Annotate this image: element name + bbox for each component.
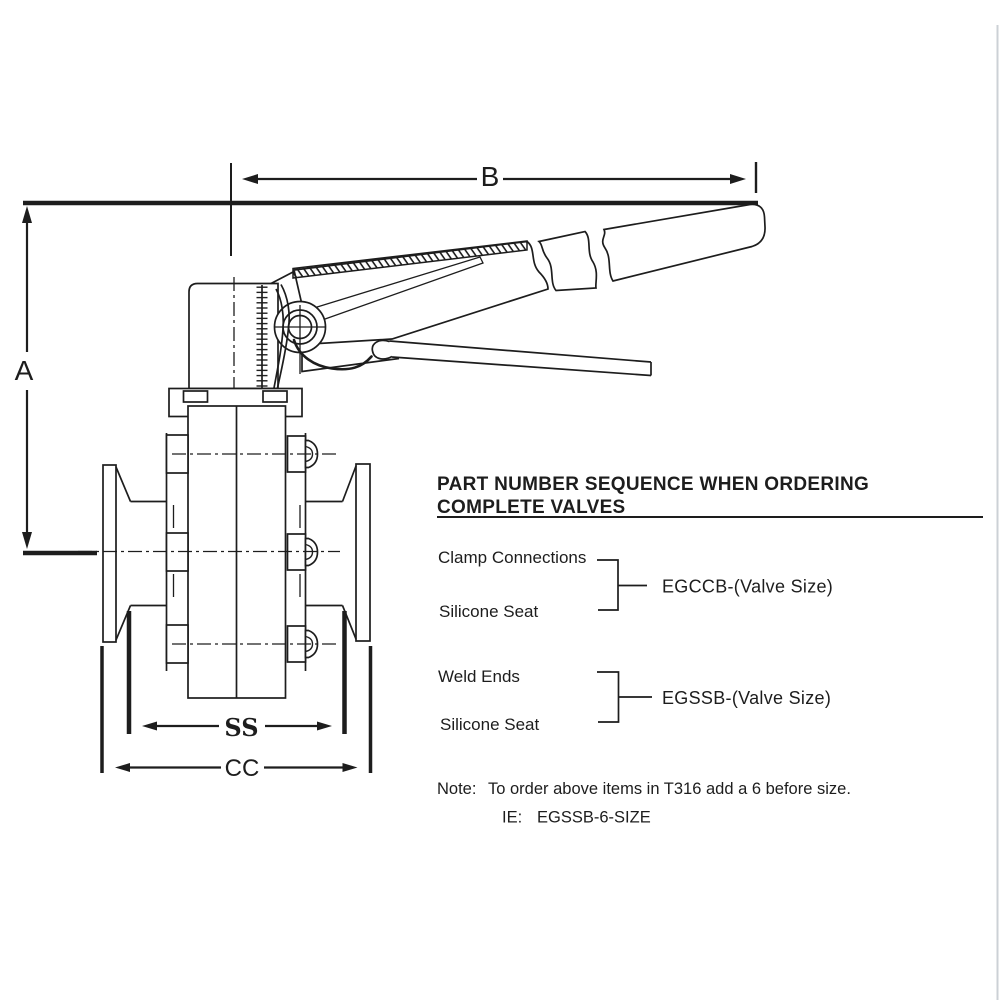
dimension-cc-label: CC: [225, 755, 260, 782]
arrowhead-right: [317, 721, 332, 731]
trigger-finger: [308, 256, 484, 323]
section-title-line2: COMPLETE VALVES: [437, 497, 626, 518]
dimension-ss: SS: [126, 611, 347, 742]
part-code: EGCCB-(Valve Size): [662, 577, 833, 597]
part-number-section: PART NUMBER SEQUENCE WHEN ORDERING COMPL…: [437, 474, 983, 827]
note-text: To order above items in T316 add a 6 bef…: [488, 780, 851, 798]
centerlines: [78, 453, 340, 645]
option-bracket: [597, 671, 652, 723]
part-code: EGSSB-(Valve Size): [662, 688, 831, 708]
arrowhead-right: [730, 174, 746, 184]
ferrule-right: [341, 463, 371, 642]
arrowhead-left: [115, 763, 130, 772]
option-label-top: Weld Ends: [438, 667, 520, 686]
option-label-top: Clamp Connections: [438, 548, 586, 567]
ferrule-left: [102, 464, 132, 643]
handle-assembly: [273, 203, 766, 389]
trigger-spring: [292, 338, 373, 371]
handle-break-segment: [537, 230, 598, 292]
valve-body-assembly: [78, 270, 371, 699]
ratchet-rack: [256, 285, 268, 388]
example-label: IE:: [502, 809, 522, 827]
option-label-bottom: Silicone Seat: [440, 715, 540, 734]
arrowhead-left: [242, 174, 258, 184]
dimension-a: A: [15, 206, 34, 549]
reference-lines: [23, 162, 758, 556]
arrowhead-up: [22, 206, 32, 223]
dimension-ss-label: SS: [224, 713, 258, 742]
clamp-fasteners: [165, 434, 319, 664]
dimension-b-label: B: [481, 161, 500, 192]
arrowhead-right: [342, 763, 358, 772]
note-label: Note:: [437, 780, 476, 798]
tube-sections: [130, 500, 343, 607]
option-weld-ends: Weld Ends Silicone Seat EGSSB-(Valve Siz…: [438, 667, 831, 734]
option-bracket: [597, 559, 647, 611]
section-title-line1: PART NUMBER SEQUENCE WHEN ORDERING: [437, 474, 869, 495]
arrowhead-down: [22, 532, 32, 549]
dimension-b: B: [242, 161, 746, 192]
option-clamp-connections: Clamp Connections Silicone Seat EGCCB-(V…: [438, 548, 833, 621]
trigger-lever: [371, 339, 652, 377]
handle-grip: [601, 203, 766, 282]
example-text: EGSSB-6-SIZE: [537, 809, 651, 827]
dimension-cc: CC: [100, 646, 373, 782]
arrowhead-left: [142, 721, 157, 731]
serrated-band: [292, 240, 528, 279]
ordering-note: Note: To order above items in T316 add a…: [437, 780, 851, 827]
option-label-bottom: Silicone Seat: [439, 602, 539, 621]
dimension-a-label: A: [15, 355, 34, 386]
